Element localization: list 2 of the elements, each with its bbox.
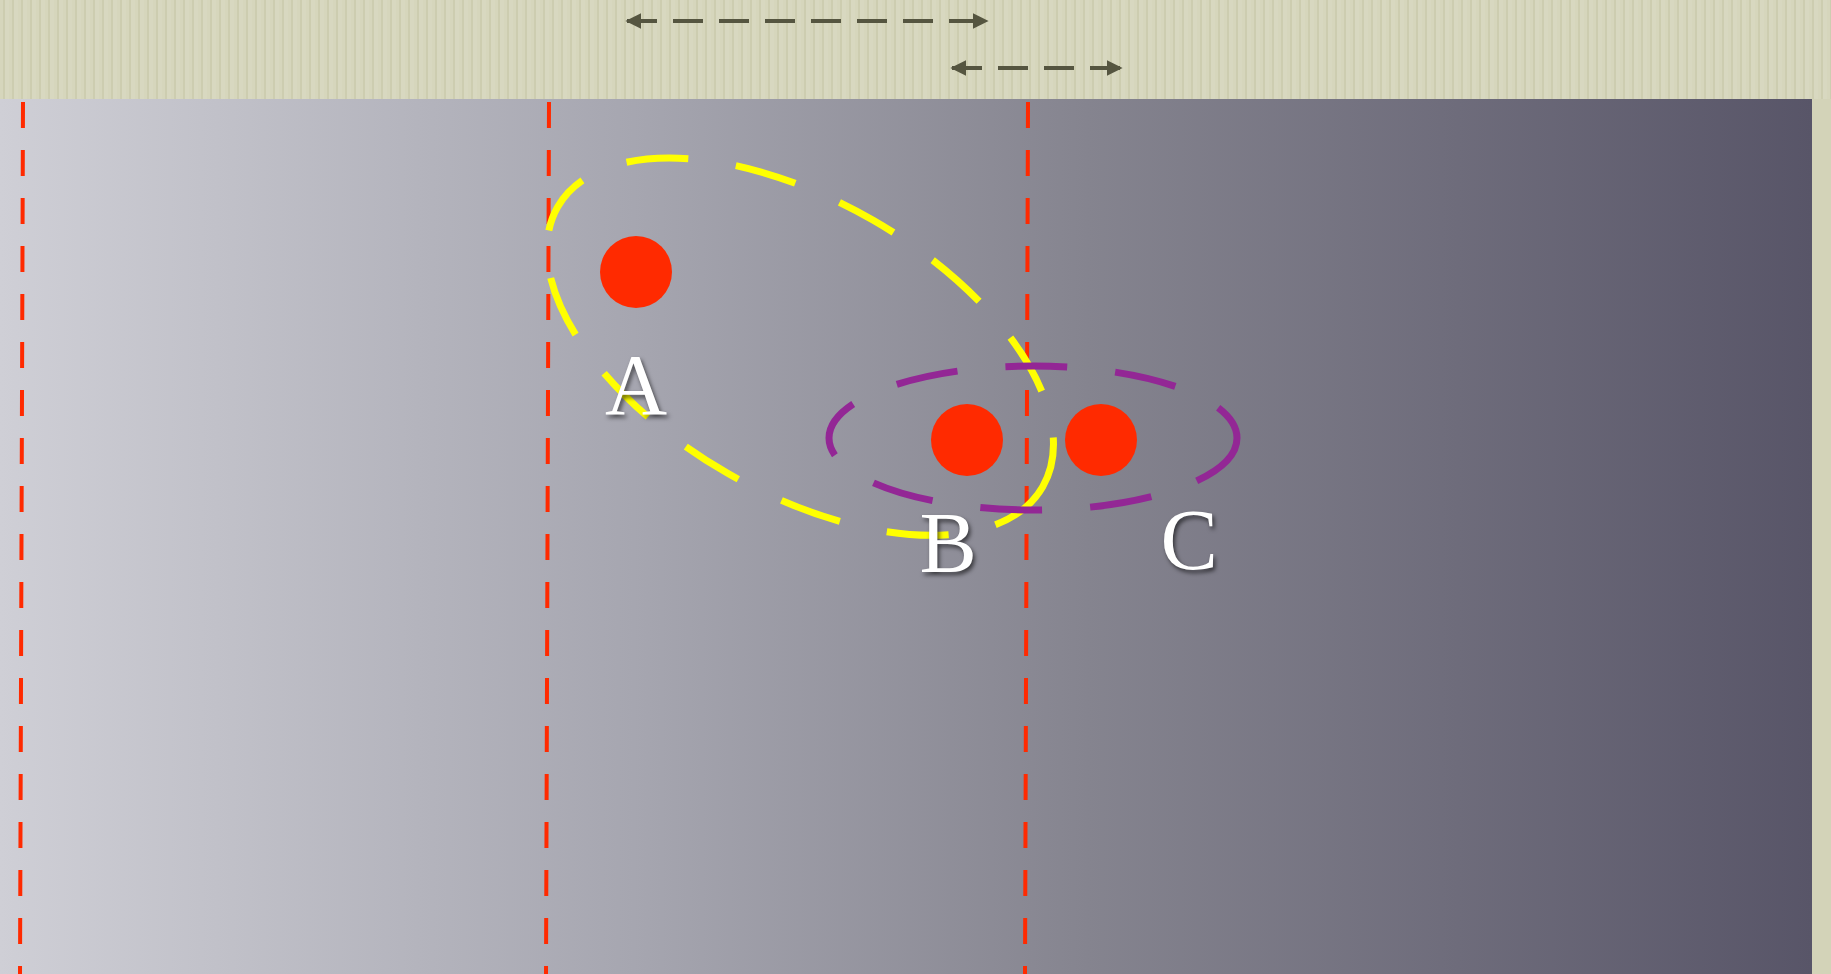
point-label: C [1160, 497, 1218, 583]
point-label: B [919, 500, 977, 586]
